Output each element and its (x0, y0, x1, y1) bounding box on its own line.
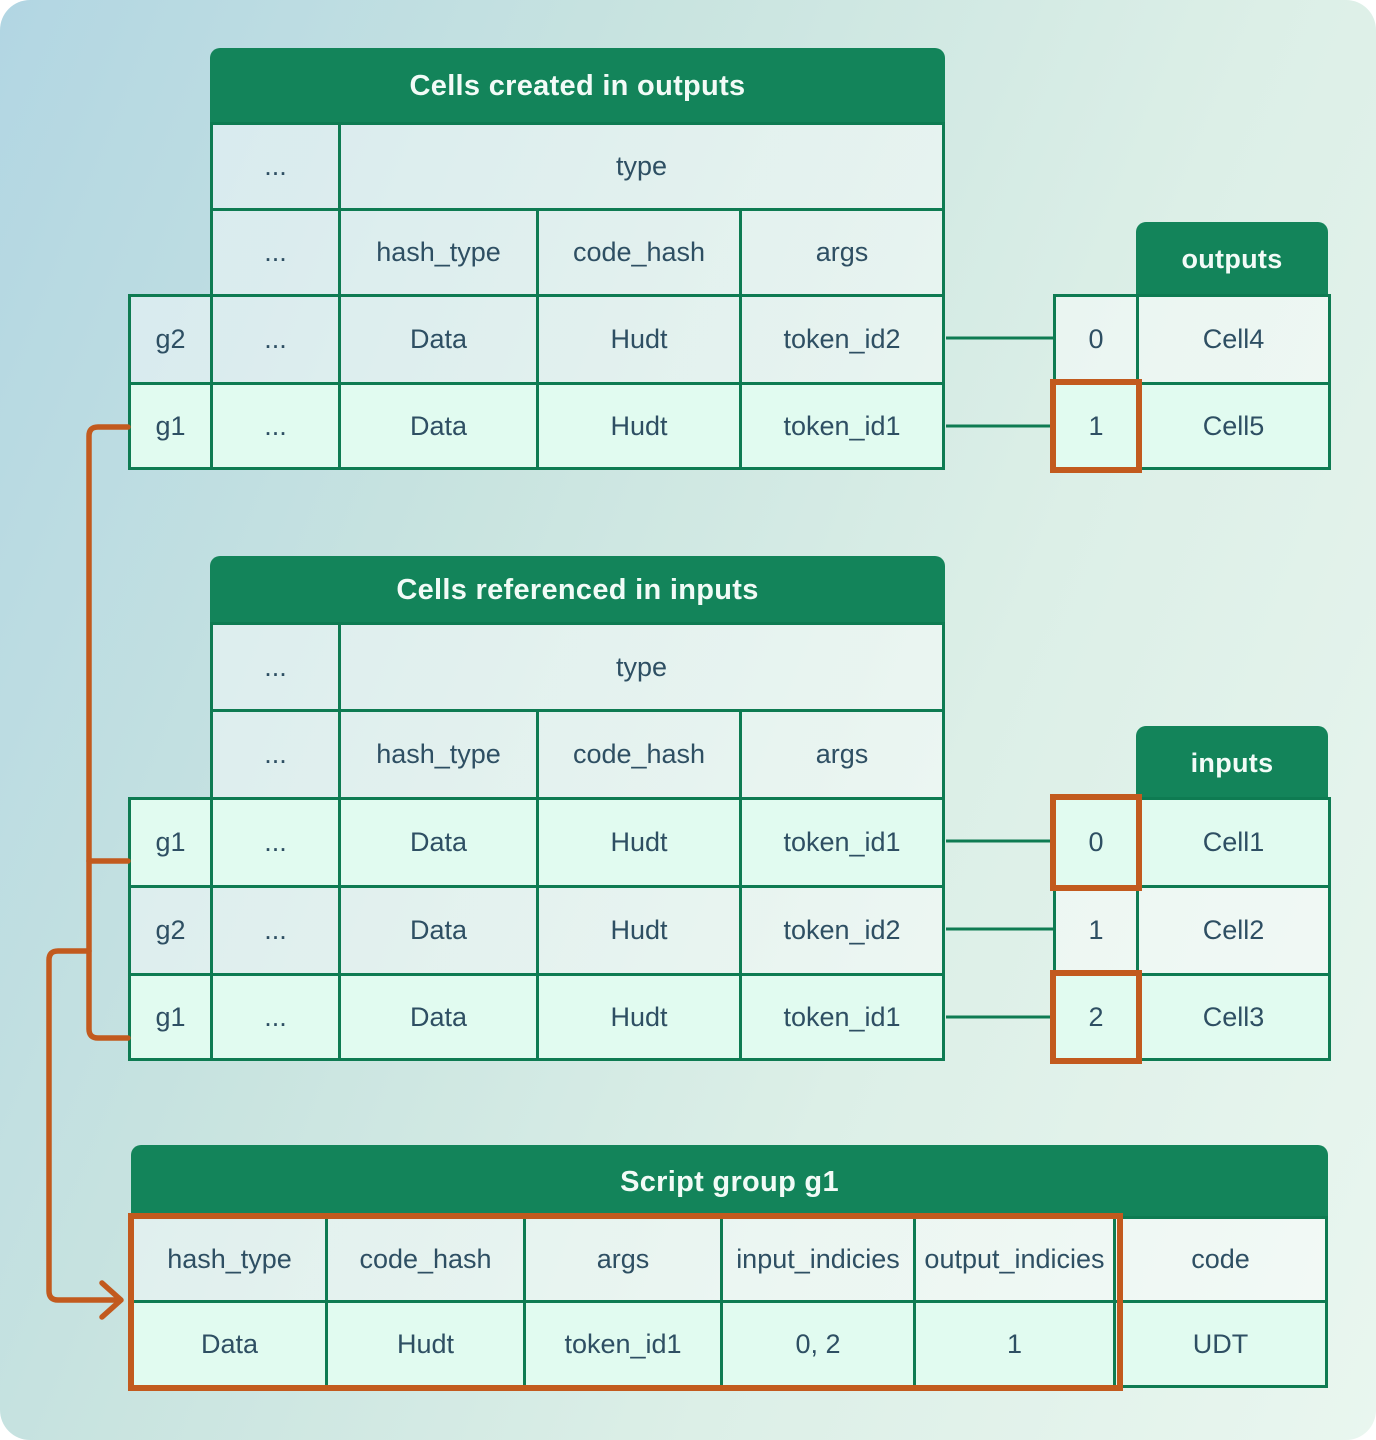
inputs-table-header: inputs (1136, 726, 1328, 801)
arrowhead-icon (99, 1280, 124, 1320)
referenced-row2-args: token_id2 (742, 888, 942, 973)
g1-to-script-group-line (46, 948, 121, 1303)
created-row-g2-dots: ... (213, 297, 338, 382)
inputs-cell3: Cell3 (1136, 973, 1331, 1061)
referenced-group-label-g1b: g1 (128, 973, 213, 1061)
referenced-row3-args: token_id1 (742, 976, 942, 1058)
referenced-table: ... type ... hash_type code_hash args ..… (210, 622, 945, 1061)
referenced-col-header-code-hash: code_hash (539, 712, 739, 797)
outputs-index-1: 1 (1053, 382, 1139, 470)
inputs-index-0: 0 (1053, 797, 1139, 888)
referenced-table-header: Cells referenced in inputs (210, 556, 945, 625)
script-col-header-code-hash: code_hash (328, 1219, 523, 1300)
created-col-header-code-hash: code_hash (539, 211, 739, 294)
referenced-dots-cell: ... (213, 712, 338, 797)
created-col-header-args: args (742, 211, 942, 294)
referenced-row2-hash-type: Data (341, 888, 536, 973)
script-value-args: token_id1 (526, 1303, 720, 1385)
referenced-col-header-hash-type: hash_type (341, 712, 536, 797)
outputs-index-0: 0 (1053, 294, 1139, 385)
created-col-header-hash-type: hash_type (341, 211, 536, 294)
outputs-table-title: outputs (1181, 244, 1283, 274)
referenced-row3-code-hash: Hudt (539, 976, 739, 1058)
referenced-row1-args: token_id1 (742, 800, 942, 885)
referenced-group-label-g2: g2 (128, 885, 213, 976)
created-row-g2-code-hash: Hudt (539, 297, 739, 382)
referenced-col-header-args: args (742, 712, 942, 797)
script-col-header-hash-type: hash_type (134, 1219, 325, 1300)
script-col-header-args: args (526, 1219, 720, 1300)
script-col-header-code: code (1116, 1219, 1325, 1300)
script-col-header-input-indicies: input_indicies (723, 1219, 913, 1300)
script-group-table: hash_type code_hash args input_indicies … (131, 1216, 1328, 1388)
script-value-input-indicies: 0, 2 (723, 1303, 913, 1385)
created-table-header: Cells created in outputs (210, 48, 945, 125)
script-value-code: UDT (1116, 1303, 1325, 1385)
created-table: ... type ... hash_type code_hash args ..… (210, 122, 945, 470)
referenced-row1-code-hash: Hudt (539, 800, 739, 885)
created-dots-cell: ... (213, 211, 338, 294)
outputs-table-header: outputs (1136, 222, 1328, 297)
referenced-row1-dots: ... (213, 800, 338, 885)
created-type-header: type (341, 125, 942, 208)
created-row-g2-hash-type: Data (341, 297, 536, 382)
created-group-label-g1: g1 (128, 382, 213, 470)
script-value-output-indicies: 1 (916, 1303, 1113, 1385)
outputs-cell4: Cell4 (1136, 294, 1331, 385)
created-group-label-g2: g2 (128, 294, 213, 385)
created-table-title: Cells created in outputs (409, 70, 746, 102)
referenced-row2-code-hash: Hudt (539, 888, 739, 973)
referenced-dots-cell: ... (213, 625, 338, 709)
referenced-type-header: type (341, 625, 942, 709)
inputs-cell2: Cell2 (1136, 885, 1331, 976)
created-row-g2-args: token_id2 (742, 297, 942, 382)
inputs-index-1: 1 (1053, 885, 1139, 976)
referenced-row3-hash-type: Data (341, 976, 536, 1058)
referenced-row1-hash-type: Data (341, 800, 536, 885)
referenced-table-title: Cells referenced in inputs (396, 574, 759, 606)
referenced-row2-dots: ... (213, 888, 338, 973)
script-group-title: Script group g1 (620, 1165, 839, 1198)
outputs-cell5: Cell5 (1136, 382, 1331, 470)
g1-group-bus-line (86, 424, 131, 1041)
created-row-g1-dots: ... (213, 385, 338, 467)
inputs-cell1: Cell1 (1136, 797, 1331, 888)
created-row-g1-code-hash: Hudt (539, 385, 739, 467)
script-value-hash-type: Data (134, 1303, 325, 1385)
inputs-table-title: inputs (1190, 748, 1274, 778)
created-dots-cell: ... (213, 125, 338, 208)
referenced-row3-dots: ... (213, 976, 338, 1058)
created-row-g1-hash-type: Data (341, 385, 536, 467)
referenced-group-label-g1a: g1 (128, 797, 213, 888)
script-value-code-hash: Hudt (328, 1303, 523, 1385)
inputs-index-2: 2 (1053, 973, 1139, 1061)
created-row-g1-args: token_id1 (742, 385, 942, 467)
script-group-table-header: Script group g1 (131, 1145, 1328, 1219)
script-col-header-output-indicies: output_indicies (916, 1219, 1113, 1300)
